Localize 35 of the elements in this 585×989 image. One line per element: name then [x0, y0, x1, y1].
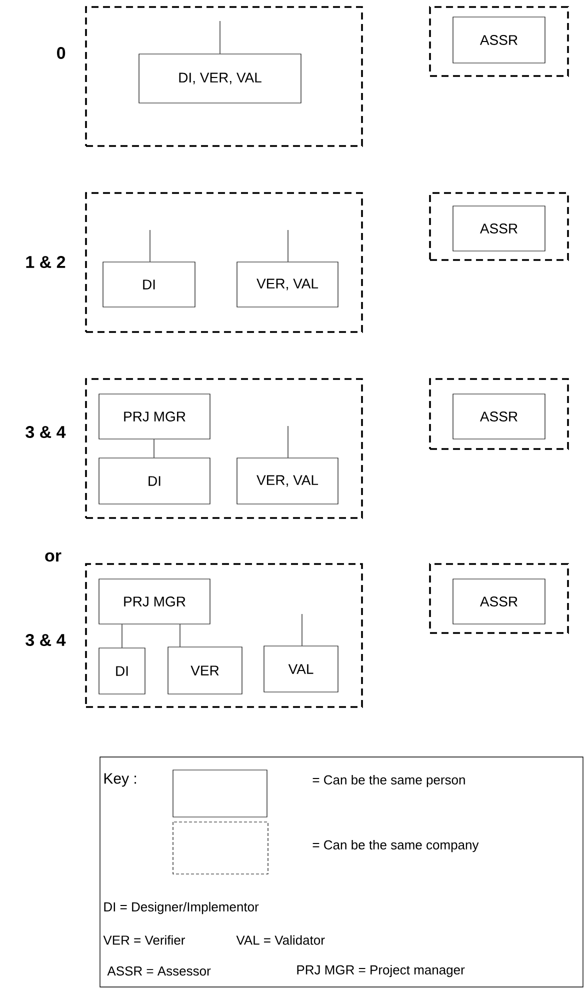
- company-group-box: [85, 378, 363, 519]
- person-box: ASSR: [452, 16, 546, 64]
- person-box: ASSR: [452, 578, 546, 624]
- row-label: 3 & 4: [26, 634, 66, 646]
- company-group-box: [429, 192, 569, 261]
- company-group-box: [429, 563, 569, 634]
- legend-text: = Can be the same person: [312, 774, 465, 788]
- person-box: PRJ MGR: [98, 578, 210, 624]
- company-group-box: [429, 378, 569, 450]
- person-box: PRJ MGR: [98, 394, 210, 440]
- abbreviation-note: DI = Designer/Implementor: [104, 902, 259, 914]
- person-box: ASSR: [452, 394, 546, 440]
- company-group-box: [85, 6, 363, 147]
- key-title: Key :: [104, 773, 136, 787]
- row-label: 1 & 2: [26, 256, 66, 268]
- abbreviation-note: VER = Verifier: [103, 935, 185, 945]
- person-box: ASSR: [452, 206, 546, 252]
- abbreviation-note: ASSR = Assessor: [107, 966, 211, 976]
- company-group-box: [429, 6, 569, 77]
- person-box: DI, VER, VAL: [138, 54, 302, 104]
- person-box: VAL: [264, 646, 338, 692]
- person-box: VER, VAL: [236, 458, 338, 504]
- abbreviation-note: PRJ MGR = Project manager: [297, 964, 465, 978]
- person-box: VER: [168, 646, 242, 694]
- person-box: DI: [98, 648, 146, 694]
- company-group-box: [85, 563, 363, 708]
- legend-text: = Can be the same company: [312, 840, 479, 852]
- person-box: DI: [98, 458, 210, 504]
- row-label: 3 & 4: [26, 426, 66, 438]
- person-box: DI: [102, 262, 196, 308]
- company-group-box: [85, 192, 363, 333]
- row-label: 0: [57, 47, 66, 60]
- abbreviation-note: VAL = Validator: [236, 935, 325, 945]
- row-label: or: [45, 552, 62, 562]
- person-box: VER, VAL: [236, 262, 338, 308]
